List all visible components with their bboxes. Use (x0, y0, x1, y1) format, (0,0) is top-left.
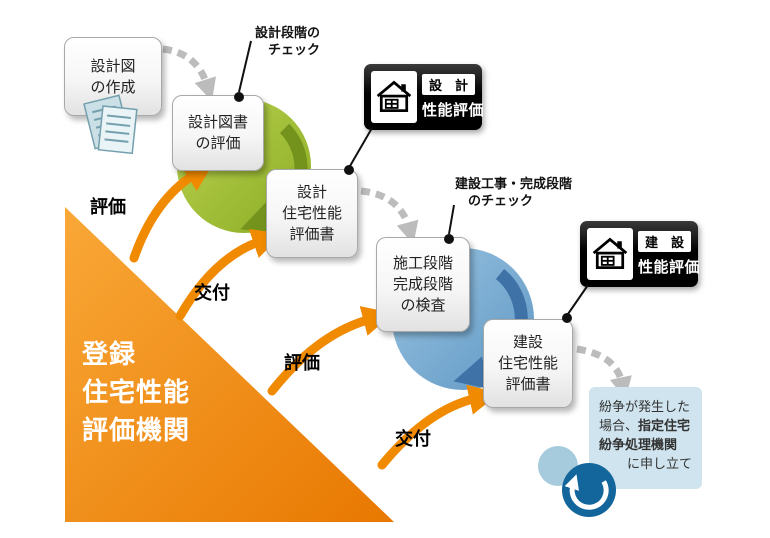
box-text-line: 評価書 (289, 225, 335, 243)
agency-label-line: 評価機関 (82, 416, 191, 446)
badge-subtitle: 性能評価 (422, 101, 485, 119)
dispute-text-line: 紛争が発生した (599, 398, 692, 417)
badge-construction-performance-evaluation: 建 設 性能評価 (580, 221, 701, 287)
label-evaluate-construction: 評価 (284, 353, 320, 374)
house-icon (587, 228, 633, 280)
box-text-line: 評価書 (505, 375, 551, 393)
box-design-performance-report: 設計 住宅性能 評価書 (266, 169, 358, 258)
callout-connector-line (238, 40, 252, 93)
dispute-text: に申し立て (626, 457, 692, 472)
box-construction-performance-report: 建設 住宅性能 評価書 (483, 319, 573, 408)
badge-text-block: 設 計 性能評価 (422, 74, 485, 120)
box-text-line: 建設 (512, 333, 543, 351)
box-text-line: 設計図書 (187, 113, 248, 131)
badge-connector-line (349, 127, 373, 167)
dispute-text: 紛争が発生した (599, 400, 691, 415)
callout-text-line: 設計段階の (255, 26, 321, 41)
evaluate-design-arrow (129, 161, 215, 263)
callout-text-line: 建設工事・完成段階 (455, 177, 573, 192)
callout-text-line: のチェック (468, 194, 534, 209)
box-design-drawing-creation: 設計図 の作成 (64, 37, 162, 116)
dispute-text-bold: 指定住宅 (638, 419, 691, 434)
box-text-line: の検査 (400, 296, 446, 314)
box-design-document-evaluation: 設計図書 の評価 (172, 95, 264, 171)
badge-design-performance-evaluation: 設 計 性能評価 (364, 64, 485, 130)
flow-arrow-report-to-dispute (576, 345, 632, 400)
badge-text-block: 建 設 性能評価 (638, 231, 701, 277)
box-text-line: 住宅性能 (281, 204, 342, 222)
agency-label-line: 住宅性能 (82, 378, 191, 408)
callout-connector-line (448, 204, 455, 235)
agency-label-line: 登録 (82, 340, 137, 370)
box-text-line: 設計図 (90, 56, 136, 75)
flow-arrow-report-to-inspection (360, 187, 419, 245)
box-text-line: 施工段階 (392, 254, 453, 272)
callout-construction-stage-check: 建設工事・完成段階 のチェック (455, 176, 572, 210)
callout-design-stage-check: 設計段階の チェック (255, 25, 320, 59)
box-text-line: 設計 (296, 183, 327, 201)
flow-arrow-drawing-to-evaluation (162, 45, 217, 102)
box-construction-completion-inspection: 施工段階 完成段階 の検査 (376, 237, 470, 332)
dispute-text: 場合、 (599, 419, 639, 434)
badge-connector-line (567, 284, 589, 315)
box-text-line: の作成 (90, 77, 136, 96)
callout-text-line: チェック (268, 43, 321, 58)
dispute-text-line: に申し立て (599, 455, 692, 474)
dispute-text-line: 紛争処理機関 (599, 436, 692, 455)
box-text-line: 完成段階 (392, 275, 453, 293)
house-icon (371, 71, 417, 123)
registered-agency-label: 登録 住宅性能 評価機関 (82, 336, 190, 450)
dispute-text-bold: 紛争処理機関 (599, 438, 678, 453)
label-evaluate-design: 評価 (90, 197, 126, 218)
box-text-line: の評価 (195, 134, 241, 152)
badge-subtitle: 性能評価 (638, 258, 701, 276)
dispute-text-line: 場合、指定住宅 (599, 417, 692, 436)
label-issue-design: 交付 (194, 283, 230, 304)
badge-title: 設 計 (422, 74, 475, 95)
dispute-resolution-note: 紛争が発生した 場合、指定住宅 紛争処理機関 に申し立て (589, 387, 702, 489)
box-text-line: 住宅性能 (497, 354, 558, 372)
label-issue-construction: 交付 (395, 429, 431, 450)
badge-title: 建 設 (638, 231, 691, 252)
